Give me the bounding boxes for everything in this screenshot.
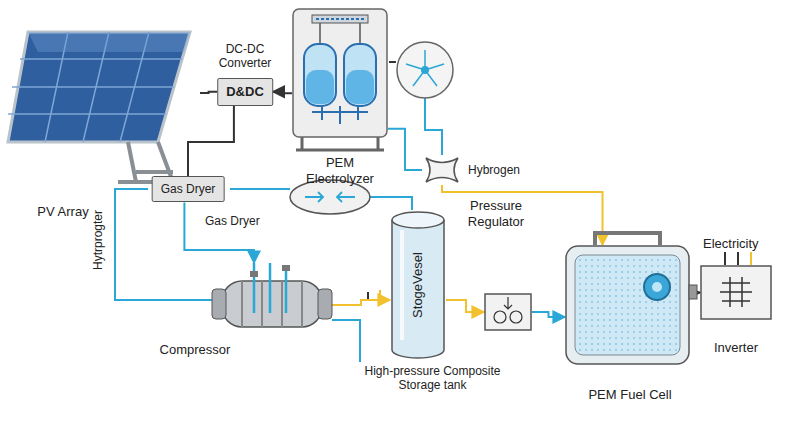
flow-connector (184, 202, 254, 263)
node-text: High-pressure Composite Storage tank (360, 364, 505, 393)
pem-fuel-cell-shape (565, 245, 690, 365)
node-label: Hybrogen (468, 163, 520, 177)
inverter: Inverter (698, 262, 778, 362)
flow-connector (446, 300, 484, 312)
pv-array-shape (8, 22, 200, 187)
pipe-lines (115, 62, 751, 362)
compressor: Compressor (150, 258, 335, 363)
fan-symbol (397, 42, 453, 98)
flow-connector (188, 106, 234, 176)
inverter-shape (700, 265, 772, 320)
pressure-regulator-shape (484, 293, 532, 331)
flow-connector (388, 129, 422, 170)
flow-connector (200, 92, 217, 93)
flow-connector (442, 185, 603, 245)
node-label: DC-DC Converter (205, 42, 285, 71)
pem-fuel-cell: PEM Fuel Cell (560, 232, 700, 412)
node-label: Pressure Regulator (452, 198, 540, 229)
hydrogen-valve-shape (422, 155, 462, 185)
dc-dc-converter: DC-DC ConverterD&DC (205, 42, 285, 117)
flow-connector (332, 300, 390, 305)
node-text: D&DC (217, 78, 273, 106)
pem-fuel-cell-figure (565, 245, 690, 365)
flow-connector (532, 312, 565, 317)
hydrogen-valve-figure (422, 155, 462, 185)
node-label: PEM Electrolyzer (300, 155, 380, 186)
hydrogen-valve: Hybrogen (422, 155, 522, 189)
node-label: Compressor (150, 342, 240, 358)
inverter-figure (700, 265, 772, 320)
compressor-shape (212, 263, 332, 333)
free-label: Electricity (703, 236, 759, 252)
node-label: StogeVesel (410, 252, 426, 318)
gas-dryer: Gas Dryer (148, 176, 228, 204)
free-label: Hytrprogter (91, 210, 105, 270)
pressure-regulator: Pressure Regulator (452, 198, 540, 333)
pem-electrolyzer: PEM Electrolyzer (282, 5, 398, 190)
pem-electrolyzer-shape (292, 8, 388, 150)
flow-connector (273, 92, 292, 93)
free-label: Gas Dryer (205, 214, 260, 228)
pressure-regulator-figure (484, 293, 532, 331)
node-label: PEM Fuel Cell (560, 387, 700, 403)
pem-electrolyzer-figure (292, 8, 388, 150)
node-label: Gas Dryer (152, 176, 225, 202)
pv-array-figure (8, 22, 200, 187)
node-label: Inverter (698, 340, 774, 356)
compressor-figure (212, 263, 332, 333)
